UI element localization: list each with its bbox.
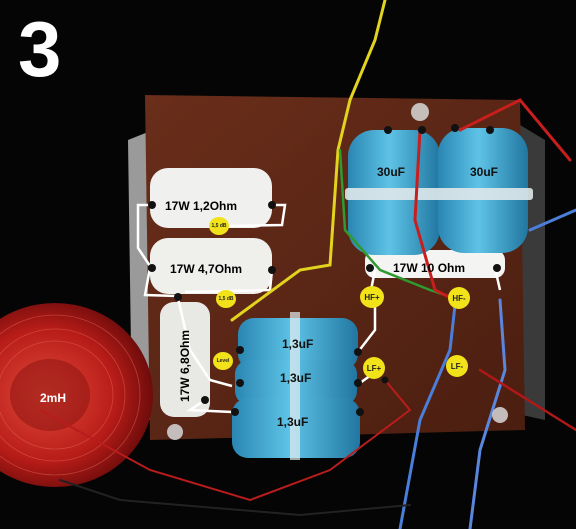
yellow-wire <box>230 0 387 322</box>
resistor-body-4 <box>365 250 505 278</box>
lf-minus-badge: LF- <box>446 355 468 377</box>
small-badge-2: 1,5 dB <box>216 290 236 308</box>
white-wires <box>136 203 502 414</box>
inductor-label: 2mH <box>40 391 67 405</box>
resistor-label-1: 17W 1,2Ohm <box>165 199 238 213</box>
capacitor-label-1: 30uF <box>377 165 406 179</box>
black-wire <box>59 479 411 517</box>
resistor-body-2 <box>150 238 272 294</box>
resistor-label-3: 17W 6,8Ohm <box>178 329 192 402</box>
lf-plus-badge: LF+ <box>363 357 385 379</box>
blue-wire-2 <box>468 298 507 529</box>
resistor-label-4: 17W 10 Ohm <box>393 261 466 275</box>
small-badge-3: Level <box>213 352 233 370</box>
small-badge-1: 1,5 dB <box>209 217 229 235</box>
capacitor-label-4: 1,3uF <box>280 371 312 385</box>
mounting-holes <box>167 103 508 440</box>
hf-plus-badge: HF+ <box>360 286 384 308</box>
cable-tie <box>345 188 533 200</box>
capacitor-label-3: 1,3uF <box>282 337 314 351</box>
red-wire-2 <box>458 98 572 162</box>
cable-tie-small <box>290 312 300 460</box>
inductor-core <box>10 359 90 431</box>
resistor-body-3 <box>160 302 210 417</box>
resistor-label-2: 17W 4,7Ohm <box>170 262 243 276</box>
hf-minus-badge: HF- <box>448 287 470 309</box>
blue-wire-1 <box>398 303 457 529</box>
red-wire-3 <box>39 379 412 502</box>
resistor-body-1 <box>150 168 272 228</box>
step-number: 3 <box>18 5 62 93</box>
solder-points <box>148 124 501 416</box>
red-wire-1 <box>413 128 457 302</box>
red-wire-4 <box>478 368 576 432</box>
capacitor-label-2: 30uF <box>470 165 499 179</box>
blue-wire-3 <box>528 208 576 232</box>
capacitor-label-5: 1,3uF <box>277 415 309 429</box>
